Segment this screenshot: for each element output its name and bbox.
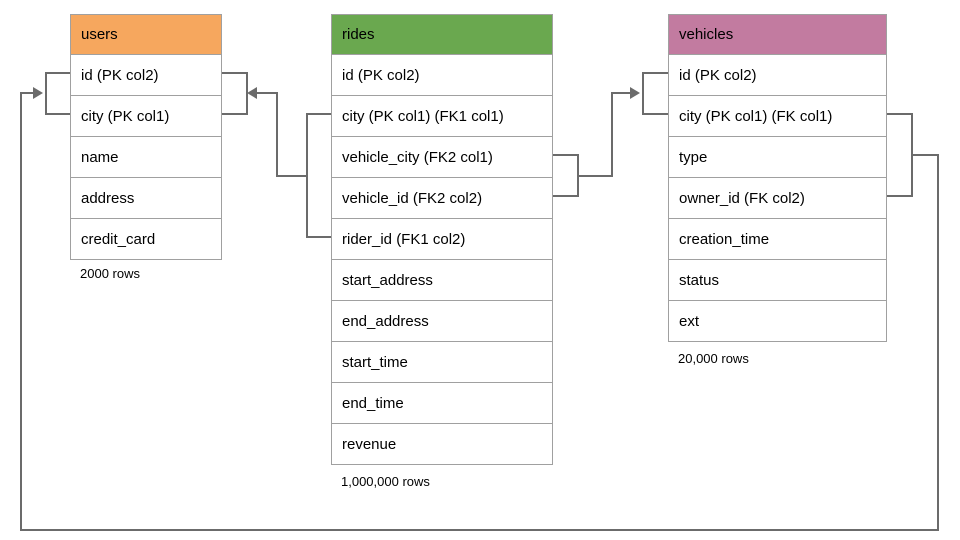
fk-line bbox=[222, 72, 248, 74]
fk-line bbox=[611, 92, 613, 177]
vehicles-col-type: type bbox=[669, 136, 886, 177]
fk-arrowhead bbox=[630, 87, 640, 99]
table-rides-header: rides bbox=[332, 15, 552, 54]
rides-col-city: city (PK col1) (FK1 col1) bbox=[332, 95, 552, 136]
fk-line bbox=[20, 92, 22, 531]
table-vehicles: vehicles id (PK col2) city (PK col1) (FK… bbox=[668, 14, 887, 342]
users-row-count: 2000 rows bbox=[80, 266, 140, 281]
fk-line bbox=[45, 72, 71, 74]
users-col-credit-card: credit_card bbox=[71, 218, 221, 259]
fk-line bbox=[246, 72, 248, 115]
users-col-id: id (PK col2) bbox=[71, 54, 221, 95]
table-users-header: users bbox=[71, 15, 221, 54]
fk-line bbox=[20, 529, 939, 531]
vehicles-col-ext: ext bbox=[669, 300, 886, 341]
fk-line bbox=[276, 92, 278, 177]
vehicles-col-id: id (PK col2) bbox=[669, 54, 886, 95]
fk-line bbox=[306, 113, 308, 238]
table-rides: rides id (PK col2) city (PK col1) (FK1 c… bbox=[331, 14, 553, 465]
fk-line bbox=[276, 175, 307, 177]
vehicles-row-count: 20,000 rows bbox=[678, 351, 749, 366]
rides-col-id: id (PK col2) bbox=[332, 54, 552, 95]
fk-line bbox=[307, 236, 331, 238]
rides-col-end-time: end_time bbox=[332, 382, 552, 423]
fk-line bbox=[642, 72, 644, 115]
users-col-name: name bbox=[71, 136, 221, 177]
fk-arrowhead bbox=[33, 87, 43, 99]
fk-line bbox=[642, 72, 668, 74]
fk-line bbox=[611, 92, 631, 94]
fk-line bbox=[577, 175, 612, 177]
rides-row-count: 1,000,000 rows bbox=[341, 474, 430, 489]
fk-line bbox=[642, 113, 668, 115]
fk-line bbox=[911, 154, 939, 156]
fk-line bbox=[45, 113, 71, 115]
rides-col-rider-id: rider_id (FK1 col2) bbox=[332, 218, 552, 259]
rides-col-end-address: end_address bbox=[332, 300, 552, 341]
rides-col-start-time: start_time bbox=[332, 341, 552, 382]
rides-col-revenue: revenue bbox=[332, 423, 552, 464]
users-col-city: city (PK col1) bbox=[71, 95, 221, 136]
rides-col-vehicle-city: vehicle_city (FK2 col1) bbox=[332, 136, 552, 177]
rides-col-vehicle-id: vehicle_id (FK2 col2) bbox=[332, 177, 552, 218]
fk-line bbox=[937, 154, 939, 531]
vehicles-col-owner-id: owner_id (FK col2) bbox=[669, 177, 886, 218]
fk-line bbox=[887, 113, 913, 115]
rides-col-start-address: start_address bbox=[332, 259, 552, 300]
fk-line bbox=[257, 92, 277, 94]
table-vehicles-header: vehicles bbox=[669, 15, 886, 54]
vehicles-col-creation-time: creation_time bbox=[669, 218, 886, 259]
fk-arrowhead bbox=[247, 87, 257, 99]
vehicles-col-city: city (PK col1) (FK col1) bbox=[669, 95, 886, 136]
fk-line bbox=[887, 195, 913, 197]
fk-line bbox=[553, 154, 578, 156]
fk-line bbox=[553, 195, 578, 197]
vehicles-col-status: status bbox=[669, 259, 886, 300]
fk-line bbox=[307, 113, 331, 115]
table-users: users id (PK col2) city (PK col1) name a… bbox=[70, 14, 222, 260]
users-col-address: address bbox=[71, 177, 221, 218]
fk-line bbox=[222, 113, 248, 115]
fk-line bbox=[45, 72, 47, 115]
fk-line bbox=[20, 92, 34, 94]
